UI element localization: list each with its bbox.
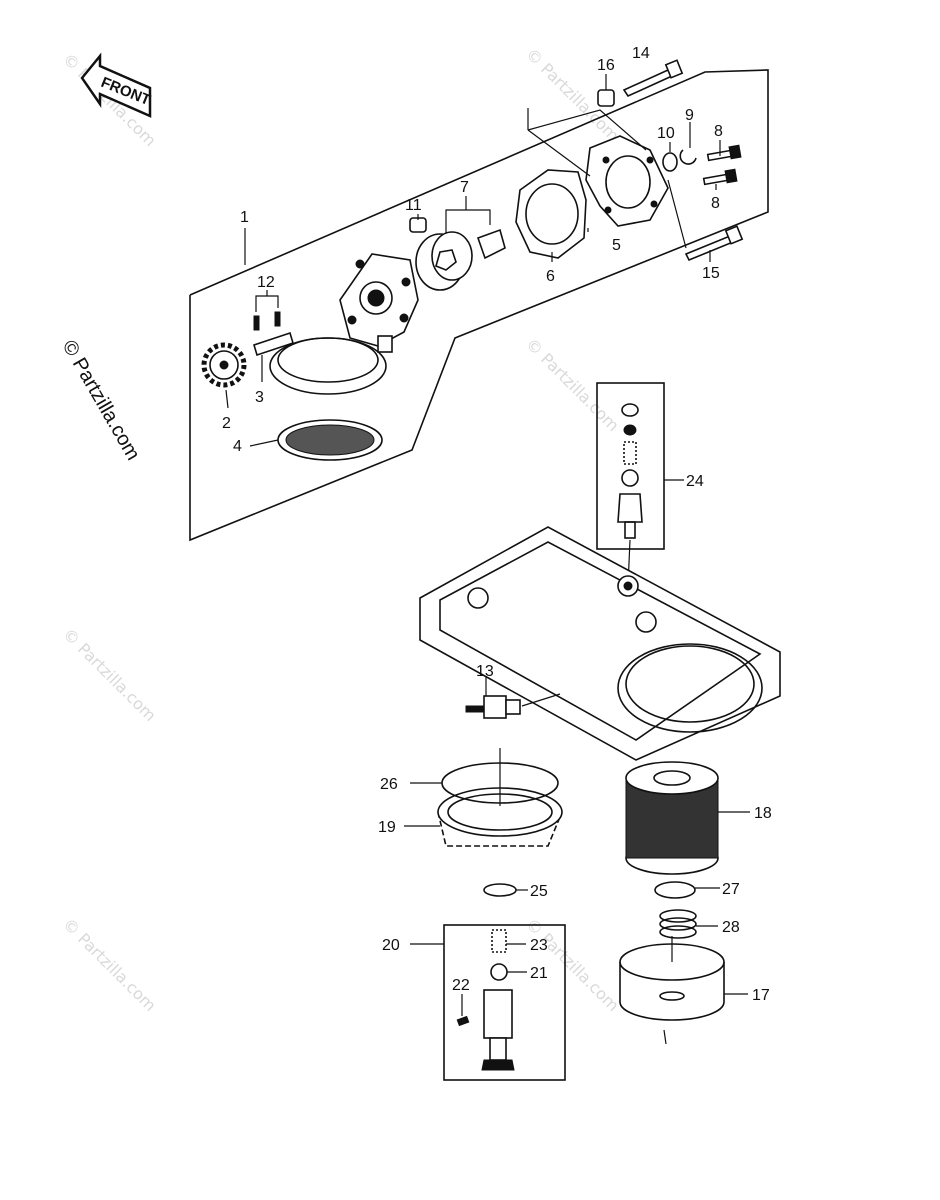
callout-8b: 8 (711, 195, 720, 212)
copyright-side: © Partzilla.com (58, 337, 144, 465)
dowel-pin (409, 217, 427, 233)
spring-28 (659, 909, 697, 939)
callout-22: 22 (452, 977, 470, 994)
callout-15: 15 (702, 265, 720, 282)
callout-28: 28 (722, 919, 740, 936)
relief-valve-box (596, 382, 665, 550)
callout-17: 17 (752, 987, 770, 1004)
pump-cover (585, 135, 669, 227)
callout-7: 7 (460, 179, 469, 196)
collar-16 (597, 89, 615, 107)
leader-lines (225, 74, 750, 1016)
oil-filter (625, 761, 719, 875)
bolt-8b (702, 168, 738, 186)
callout-numbers: 1 2 3 4 5 6 7 8 8 9 10 11 12 13 14 15 16… (222, 45, 772, 1004)
callout-20: 20 (382, 937, 400, 954)
callout-6: 6 (546, 268, 555, 285)
callout-27: 27 (722, 881, 740, 898)
bolt-8a (706, 144, 742, 162)
callout-24: 24 (686, 473, 704, 490)
bypass-valve-box (443, 924, 566, 1081)
callout-25: 25 (530, 883, 548, 900)
oil-pump-sprocket (201, 342, 247, 388)
oil-pan (419, 526, 781, 761)
watermark-3: © Partzilla.com (522, 334, 623, 435)
callout-26: 26 (380, 776, 398, 793)
oil-pump-body (269, 253, 419, 395)
watermark-6: © Partzilla.com (59, 914, 160, 1015)
callout-23: 23 (530, 937, 548, 954)
callout-5: 5 (612, 237, 621, 254)
leader-7 (445, 209, 491, 233)
bypass-valve-parts (456, 929, 515, 1071)
oil-screen (277, 419, 383, 461)
callout-18: 18 (754, 805, 772, 822)
callout-1: 1 (240, 209, 249, 226)
callout-10: 10 (657, 125, 675, 142)
bolt-14 (622, 59, 684, 98)
callout-21: 21 (530, 965, 548, 982)
clip-9 (679, 149, 697, 165)
relief-valve-parts (617, 403, 643, 539)
callout-11: 11 (405, 197, 422, 214)
callout-14: 14 (632, 45, 650, 62)
callout-8a: 8 (714, 123, 723, 140)
callout-3: 3 (255, 389, 264, 406)
pin-12b (274, 311, 281, 327)
leader-cover-top (527, 109, 647, 151)
watermark-4: © Partzilla.com (59, 624, 160, 725)
washer-10 (662, 152, 678, 172)
pin-12a (253, 315, 260, 331)
callout-19: 19 (378, 819, 396, 836)
callout-9: 9 (685, 107, 694, 124)
washer-27 (654, 881, 696, 899)
pump-assembly-boundary (189, 69, 769, 542)
callout-2: 2 (222, 415, 231, 432)
pump-rotors (415, 228, 506, 291)
o-ring-25 (483, 883, 517, 897)
bolt-15 (684, 225, 744, 262)
callout-4: 4 (233, 438, 242, 455)
callout-12: 12 (257, 274, 275, 291)
callout-16: 16 (597, 57, 615, 74)
oil-pressure-switch (465, 695, 521, 719)
callout-13: 13 (476, 663, 494, 680)
pump-gasket (515, 169, 587, 259)
leader-15-guide (667, 179, 687, 249)
leader-12 (255, 295, 279, 312)
